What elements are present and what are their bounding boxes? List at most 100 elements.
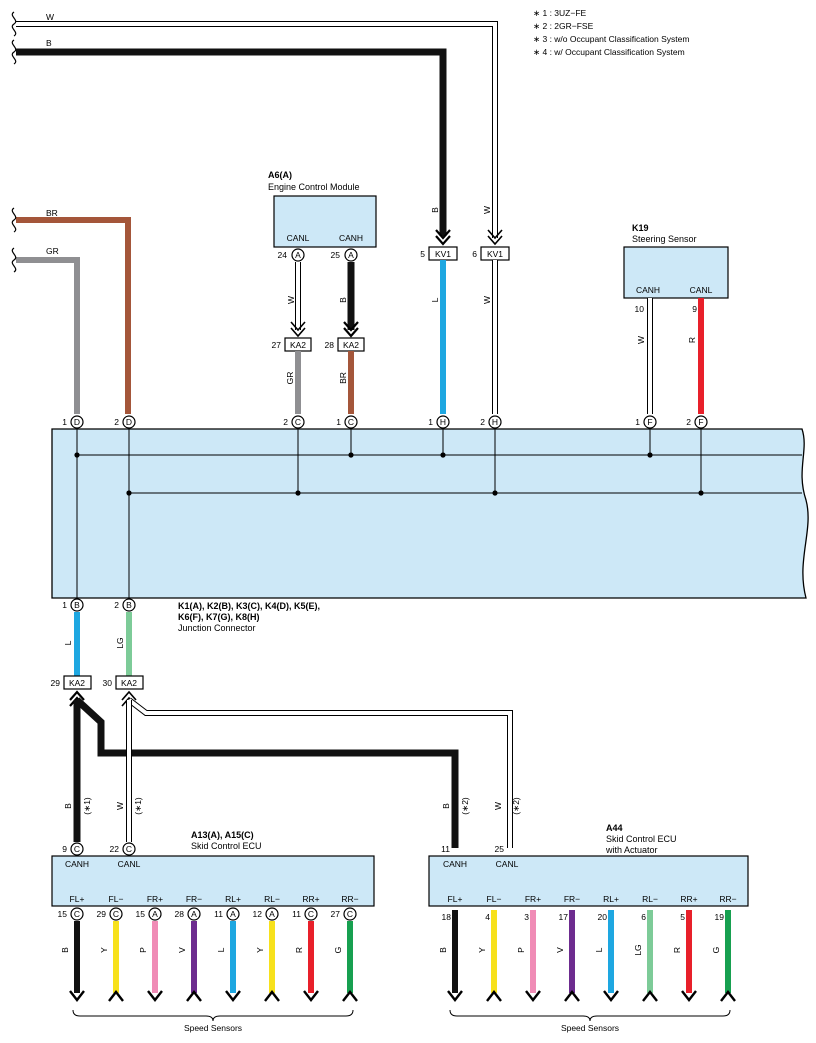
ecu-can-label: CANH xyxy=(443,859,467,869)
ecu-left-sensor-pins: FL+C15BFL−C29YFR+A15PFR−A28VRL+A11LRL−A1… xyxy=(58,894,359,1002)
steering-name: Steering Sensor xyxy=(632,234,697,244)
ecu-pin-num: 11 xyxy=(441,844,450,854)
sensor-pin-label: FR+ xyxy=(147,894,163,904)
arrow-up-icon xyxy=(564,990,580,1002)
sensor-pin-num: 17 xyxy=(559,912,569,922)
wire-label: LG xyxy=(633,944,643,955)
wire-label: W xyxy=(115,802,125,810)
sensor-pin-num: 18 xyxy=(442,912,452,922)
ecu-left-box xyxy=(51,855,375,907)
wire-label: R xyxy=(687,337,697,343)
pin-circle xyxy=(343,907,357,921)
wire-label: B xyxy=(338,297,348,303)
jc-title-1: K1(A), K2(B), K3(C), K4(D), K5(E), xyxy=(178,601,320,611)
wire-label-w-top: W xyxy=(46,12,54,22)
sensor-pin-num: 15 xyxy=(58,909,68,919)
steering-pin-label: CANH xyxy=(636,285,660,295)
wire-label: B xyxy=(441,803,451,809)
pin-circle xyxy=(109,907,123,921)
ecu-right-footer: Speed Sensors xyxy=(561,1023,619,1033)
sensor-pin-label: RL− xyxy=(264,894,280,904)
wire-label: LG xyxy=(115,637,125,648)
ecm-pin-num: 24 xyxy=(278,250,288,260)
sensor-pin-num: 29 xyxy=(97,909,107,919)
chevron-down-icon xyxy=(487,229,503,246)
ecu-pin-num: 9 xyxy=(62,844,67,854)
connector-ka2 xyxy=(115,675,144,690)
sensor-pin-num: 3 xyxy=(524,912,529,922)
sensor-pin-label: RR− xyxy=(341,894,358,904)
connector-code: KA2 xyxy=(290,340,306,350)
wire-break-icon xyxy=(11,39,17,65)
arrow-down-icon xyxy=(603,990,619,1002)
ecu-left-code: A13(A), A15(C) xyxy=(191,830,254,840)
wire-label: V xyxy=(555,947,565,953)
chevron-down-icon xyxy=(343,321,359,338)
arrow-down-icon xyxy=(147,990,163,1002)
wire-label: W xyxy=(482,296,492,304)
sensor-pin-letter: A xyxy=(152,909,158,919)
wire-label: L xyxy=(430,297,440,302)
sensor-pin-letter: A xyxy=(230,909,236,919)
steering-box xyxy=(623,246,729,299)
sensor-pin-num: 20 xyxy=(598,912,608,922)
sensor-pin-label: RR+ xyxy=(302,894,319,904)
sensor-pin-label: RL+ xyxy=(225,894,241,904)
jc-pin-num: 1 xyxy=(62,600,67,610)
connector-num: 27 xyxy=(272,340,282,350)
note-4: ∗ 4 : w/ Occupant Classification System xyxy=(533,47,685,57)
wire-note: (∗1) xyxy=(82,797,92,815)
wire-label: GR xyxy=(285,372,295,385)
jc-pin-letter: D xyxy=(74,417,80,427)
wire-note: (∗2) xyxy=(511,797,521,815)
wire-label: G xyxy=(711,947,721,954)
wire-label: Y xyxy=(99,947,109,953)
sensor-pin-label: RL− xyxy=(642,894,658,904)
arrow-up-icon xyxy=(642,990,658,1002)
wire-label: B xyxy=(60,947,70,953)
connector-num: 30 xyxy=(103,678,113,688)
pin-circle xyxy=(122,842,136,856)
jc-pin-letter: F xyxy=(698,417,703,427)
sensor-pin-label: RR− xyxy=(719,894,736,904)
ecm-pin-label-canh: CANH xyxy=(339,233,363,243)
ecu-pin-num: 22 xyxy=(110,844,120,854)
ecu-left-footer: Speed Sensors xyxy=(184,1023,242,1033)
jc-pin-letter: C xyxy=(295,417,301,427)
arrow-down-icon xyxy=(303,990,319,1002)
wire-b-top xyxy=(16,48,447,236)
connector-ka2 xyxy=(63,675,92,690)
jc-pin-num: 2 xyxy=(283,417,288,427)
sensor-pin-num: 15 xyxy=(136,909,146,919)
note-1: ∗ 1 : 3UZ−FE xyxy=(533,8,587,18)
jc-pin-letter: D xyxy=(126,417,132,427)
jc-junction-dots xyxy=(74,452,704,496)
sensor-pin-num: 11 xyxy=(214,909,223,919)
junction-connector-box xyxy=(51,428,809,599)
wire-label: P xyxy=(138,947,148,953)
wire-gr-left xyxy=(16,257,80,414)
connector-code: KA2 xyxy=(69,678,85,688)
jc-top-pins: D 1 D 2 C 2 C 1 H 1 H 2 F 1 F 2 xyxy=(62,415,708,429)
ecu-pin-num: 25 xyxy=(495,844,505,854)
wire-label: Y xyxy=(255,947,265,953)
jc-pin-num: 2 xyxy=(686,417,691,427)
wire-label: B xyxy=(430,207,440,213)
sensor-pin-letter: C xyxy=(113,909,119,919)
ecm-box xyxy=(273,195,377,248)
sensor-pin-num: 27 xyxy=(331,909,341,919)
arrow-up-icon xyxy=(186,990,202,1002)
pin-circle xyxy=(304,907,318,921)
pin-circle xyxy=(344,248,358,262)
ecm-pin-letter: A xyxy=(295,250,301,260)
ecm-pin-num: 25 xyxy=(331,250,341,260)
ecu-pin-letter: C xyxy=(126,844,132,854)
wire-label: W xyxy=(482,206,492,214)
sensor-pin-label: FL− xyxy=(487,894,502,904)
wire-label: W xyxy=(286,296,296,304)
sensor-pin-letter: A xyxy=(269,909,275,919)
pin-circle xyxy=(265,907,279,921)
jc-pin-letter: C xyxy=(348,417,354,427)
jc-pin-num: 2 xyxy=(114,417,119,427)
